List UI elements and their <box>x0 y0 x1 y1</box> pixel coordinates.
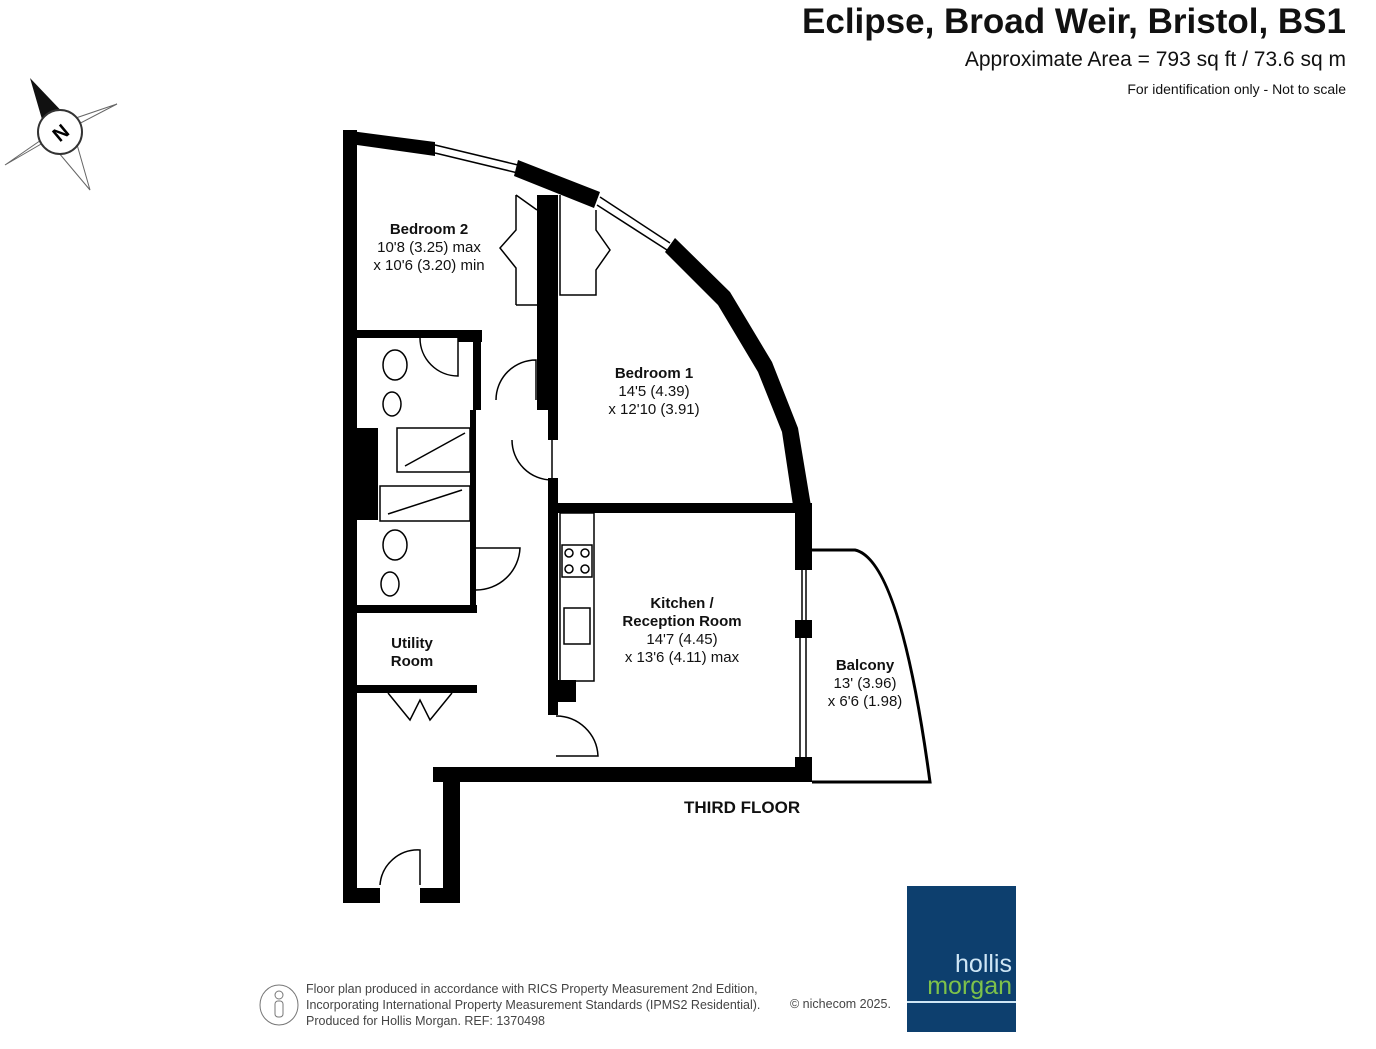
floor-label: THIRD FLOOR <box>684 798 801 817</box>
room-dim-2: x 12'10 (3.91) <box>608 401 700 418</box>
room-dim-2: x 6'6 (1.98) <box>827 693 903 710</box>
room-utility: Utility Room <box>391 635 434 671</box>
room-dim-2: x 10'6 (3.20) min <box>373 257 485 274</box>
room-bedroom-1: Bedroom 1 14'5 (4.39) x 12'10 (3.91) <box>608 365 699 419</box>
logo-rule <box>907 1001 1016 1003</box>
footer-disclaimer: Floor plan produced in accordance with R… <box>306 981 760 1029</box>
logo-text-morgan: morgan <box>927 972 1012 1000</box>
room-name: Kitchen / <box>650 595 714 612</box>
approximate-area: Approximate Area = 793 sq ft / 73.6 sq m <box>964 48 1346 71</box>
footer-line-3: Produced for Hollis Morgan. REF: 1370498 <box>306 1014 546 1028</box>
room-name: Bedroom 2 <box>389 221 469 238</box>
room-dim-1: 13' (3.96) <box>833 675 897 692</box>
room-balcony: Balcony 13' (3.96) x 6'6 (1.98) <box>828 657 903 711</box>
logo-text-hollis: hollis <box>955 950 1012 978</box>
copyright: © nichecom 2025. <box>790 997 891 1011</box>
walls <box>343 130 812 903</box>
room-bedroom-2: Bedroom 2 10'8 (3.25) max x 10'6 (3.20) … <box>373 221 484 275</box>
room-name-2: Reception Room <box>622 613 742 630</box>
property-title: Eclipse, Broad Weir, Bristol, BS1 <box>802 2 1346 41</box>
room-dim-1: 14'5 (4.39) <box>618 383 690 400</box>
room-dim-1: 14'7 (4.45) <box>646 631 718 648</box>
room-kitchen-reception: Kitchen / Reception Room 14'7 (4.45) x 1… <box>622 595 741 667</box>
room-dim-1: 10'8 (3.25) max <box>377 239 481 256</box>
footer-line-2: Incorporating International Property Mea… <box>306 998 761 1012</box>
info-person-icon <box>259 984 299 1026</box>
scale-note: For identification only - Not to scale <box>1127 81 1346 97</box>
room-dim-2: x 13'6 (4.11) max <box>624 649 740 666</box>
fixtures <box>379 144 932 886</box>
hollis-morgan-logo: hollis morgan <box>907 886 1016 1032</box>
footer-line-1: Floor plan produced in accordance with R… <box>306 982 758 996</box>
room-name: Balcony <box>835 657 895 674</box>
room-name: Bedroom 1 <box>614 365 694 382</box>
compass-icon: N <box>4 78 118 191</box>
room-name-2: Room <box>390 653 434 670</box>
room-name: Utility <box>391 635 433 652</box>
